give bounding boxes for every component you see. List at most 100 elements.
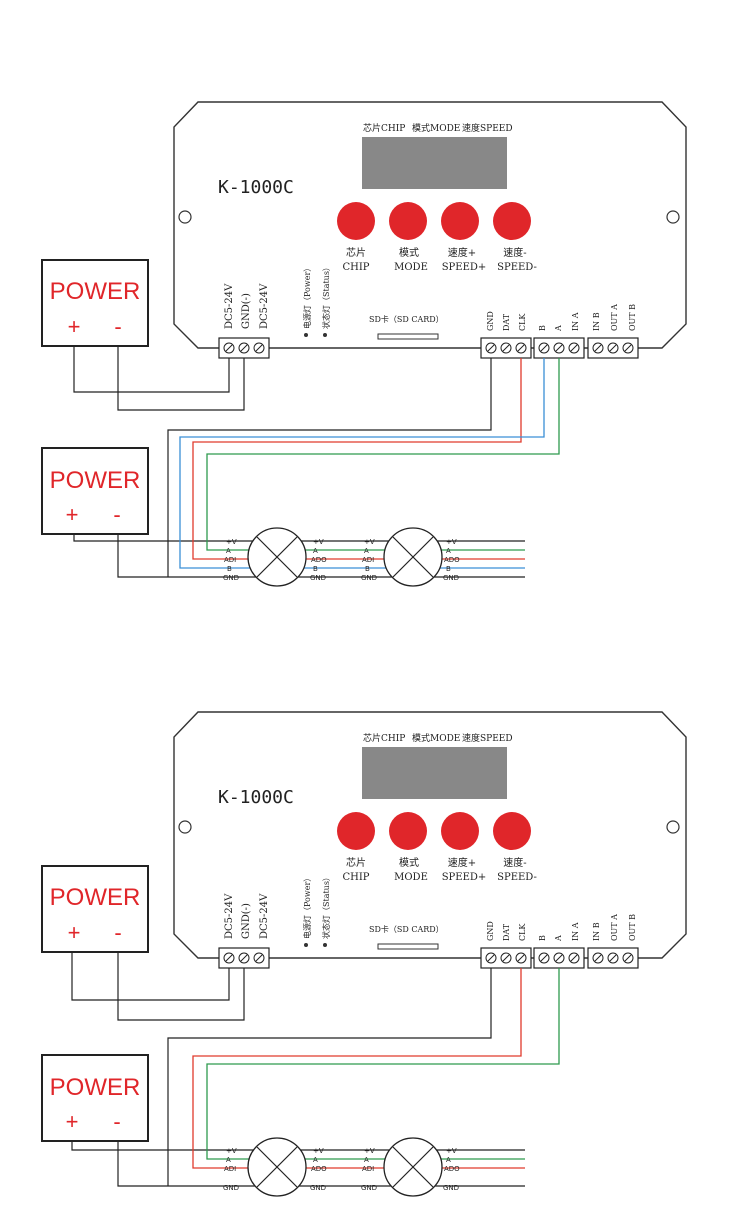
svg-text:ADI: ADI <box>362 556 374 564</box>
header-mode: 模式MODE <box>412 122 460 134</box>
lamp-labels: +V A ADI B GND +V A ADO B GND +V A ADI B… <box>223 538 460 582</box>
svg-text:A: A <box>313 547 318 555</box>
btn-mode-cn: 模式 <box>399 246 419 259</box>
mode-button[interactable] <box>389 812 427 850</box>
out-clk: CLK <box>518 923 527 941</box>
mode-button[interactable] <box>389 202 427 240</box>
out-a: A <box>554 325 563 332</box>
chip-button[interactable] <box>337 812 375 850</box>
wire-b <box>179 358 545 569</box>
svg-text:ADO: ADO <box>311 556 327 564</box>
status-led <box>323 333 327 337</box>
wire-dat <box>192 968 525 1169</box>
svg-text:ADO: ADO <box>444 1165 460 1173</box>
indicator-status: 状态灯（Status） <box>321 263 331 329</box>
wire-a <box>206 968 560 1160</box>
btn-chip-cn: 芯片 <box>346 856 366 869</box>
signal-terminal-block-2 <box>533 947 585 969</box>
out-a: A <box>554 935 563 942</box>
svg-text:B: B <box>227 565 232 573</box>
svg-text:+V: +V <box>313 538 324 546</box>
signal-terminal-block-1 <box>480 947 532 969</box>
out-clk: CLK <box>518 313 527 331</box>
power-supply-1-title: POWER <box>50 278 141 305</box>
wire-a <box>206 358 560 551</box>
power-supply-1: POWER + - <box>41 259 149 347</box>
svg-text:A: A <box>364 547 369 555</box>
btn-speedm-en: SPEED- <box>497 872 537 883</box>
diagram-bottom: K-1000C 芯片CHIP 模式MODE 速度SPEED 芯片 CHIP 模式… <box>41 711 687 1197</box>
svg-text:ADO: ADO <box>444 556 460 564</box>
speed-plus-button[interactable] <box>441 812 479 850</box>
indicator-status: 状态灯（Status） <box>321 873 331 939</box>
header-speed: 速度SPEED <box>462 732 513 744</box>
svg-text:GND: GND <box>443 574 459 582</box>
out-gnd: GND <box>486 921 495 941</box>
speed-minus-button[interactable] <box>493 812 531 850</box>
svg-text:A: A <box>364 1156 369 1164</box>
signal-terminal-block-2 <box>533 337 585 359</box>
controller-model: K-1000C <box>218 177 294 198</box>
lcd-display <box>362 747 507 799</box>
chip-button[interactable] <box>337 202 375 240</box>
power-supply-1-minus: - <box>114 920 121 945</box>
svg-text:GND: GND <box>310 574 326 582</box>
header-chip: 芯片CHIP <box>363 732 405 744</box>
sd-label: SD卡（SD CARD） <box>369 314 444 324</box>
svg-text:GND: GND <box>310 1184 326 1192</box>
signal-terminal-block-3 <box>587 947 639 969</box>
btn-speedm-cn: 速度- <box>503 856 526 869</box>
svg-text:B: B <box>313 565 318 573</box>
svg-text:ADO: ADO <box>311 1165 327 1173</box>
power-supply-1-minus: - <box>114 314 121 339</box>
svg-text:+V: +V <box>364 538 375 546</box>
power-supply-2-minus: - <box>113 1109 120 1134</box>
out-in-b: IN B <box>592 312 601 331</box>
sd-slot[interactable] <box>377 333 439 340</box>
power-supply-1-plus: + <box>68 314 81 339</box>
mount-hole-right <box>666 210 680 224</box>
svg-text:ADI: ADI <box>362 1165 374 1173</box>
indicator-power: 电源灯（Power） <box>302 264 312 329</box>
power-terminal-block <box>218 337 270 359</box>
power-supply-2: POWER + - <box>41 447 149 535</box>
btn-speedp-en: SPEED+ <box>442 262 487 273</box>
btn-chip-en: CHIP <box>342 872 369 883</box>
speed-plus-button[interactable] <box>441 202 479 240</box>
out-dat: DAT <box>502 313 511 331</box>
out-out-a: OUT A <box>610 914 619 941</box>
power-supply-2-minus: - <box>113 502 120 527</box>
power-led <box>304 333 308 337</box>
out-in-a: IN A <box>571 312 580 331</box>
out-in-a: IN A <box>571 922 580 941</box>
svg-text:+V: +V <box>313 1147 324 1155</box>
out-out-b: OUT B <box>628 304 637 331</box>
svg-text:GND: GND <box>443 1184 459 1192</box>
term-gnd: GND(-) <box>241 293 252 329</box>
svg-text:+V: +V <box>446 538 457 546</box>
mount-hole-left <box>178 820 192 834</box>
sd-slot[interactable] <box>377 943 439 950</box>
svg-text:A: A <box>313 1156 318 1164</box>
out-out-b: OUT B <box>628 914 637 941</box>
power-supply-1-title: POWER <box>50 884 141 911</box>
power-supply-2-plus: + <box>66 502 79 527</box>
speed-minus-button[interactable] <box>493 202 531 240</box>
term-gnd: GND(-) <box>241 903 252 939</box>
btn-mode-cn: 模式 <box>399 856 419 869</box>
power-wiring <box>73 346 525 578</box>
controller-model: K-1000C <box>218 787 294 808</box>
power-supply-2-title: POWER <box>50 467 141 494</box>
signal-terminal-block-1 <box>480 337 532 359</box>
btn-speedp-cn: 速度+ <box>448 856 476 869</box>
power-supply-2-title: POWER <box>50 1074 141 1101</box>
btn-chip-cn: 芯片 <box>346 246 366 259</box>
term-dc-2: DC5-24V <box>259 283 270 329</box>
svg-text:B: B <box>446 565 451 573</box>
btn-speedm-cn: 速度- <box>503 246 526 259</box>
sd-label: SD卡（SD CARD） <box>369 924 444 934</box>
power-supply-1-plus: + <box>68 920 81 945</box>
svg-text:GND: GND <box>223 574 239 582</box>
svg-text:A: A <box>446 547 451 555</box>
